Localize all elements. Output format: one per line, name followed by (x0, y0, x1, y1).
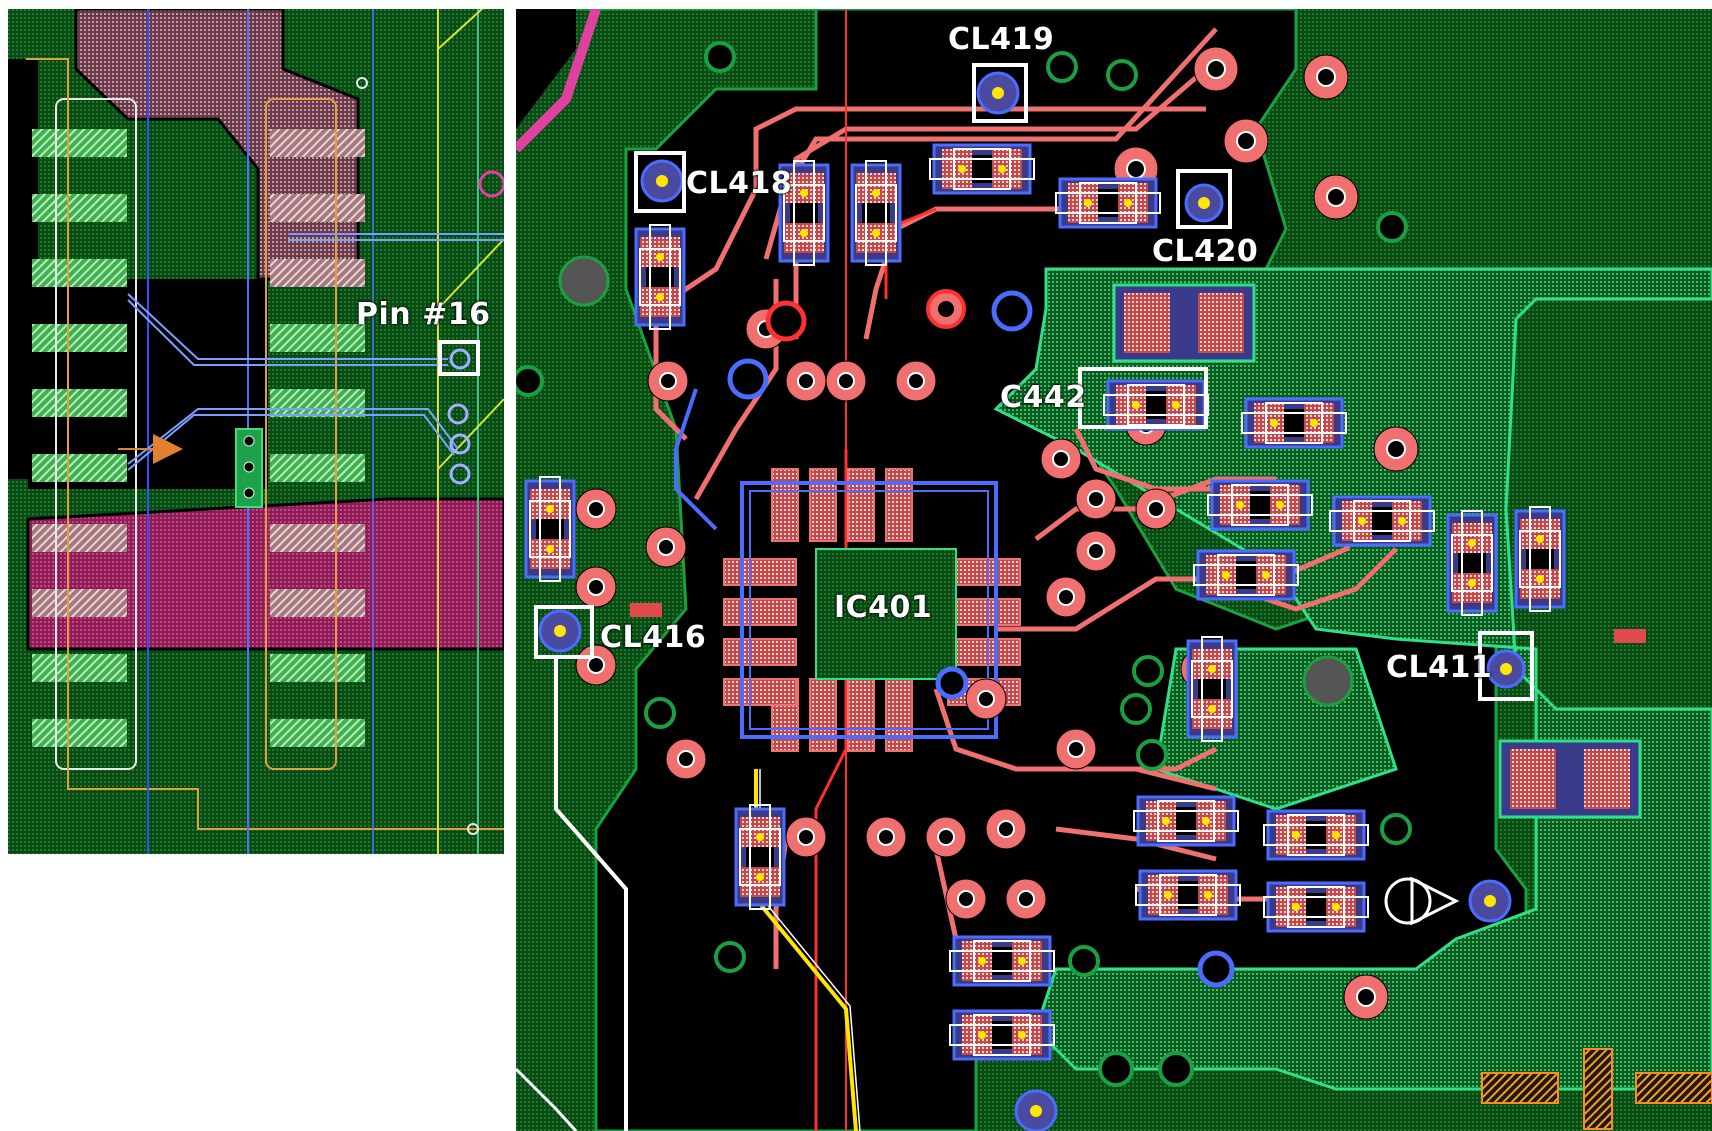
left-pcb-canvas (8, 9, 504, 854)
cl420-label: CL420 (1152, 234, 1259, 269)
large-capacitor-group (1112, 283, 1642, 819)
cl418-label: CL418 (686, 166, 793, 201)
left-pad-column (32, 129, 127, 747)
left-pcb-view[interactable]: Pin #16 (8, 9, 504, 854)
main-pcb-canvas (516, 9, 1712, 1131)
cl416-label: CL416 (600, 620, 707, 655)
c442-marker[interactable] (1078, 367, 1208, 429)
cl420-marker[interactable] (1176, 169, 1232, 229)
cl411-label: CL411 (1386, 650, 1493, 685)
c442-label: C442 (1000, 380, 1087, 415)
cl411-marker[interactable] (1478, 631, 1534, 701)
cl416-marker[interactable] (534, 605, 594, 659)
ic401-footprint (723, 468, 1021, 752)
ic401-label: IC401 (834, 590, 933, 625)
cl419-marker[interactable] (972, 63, 1028, 123)
cl419-label: CL419 (948, 22, 1055, 57)
main-pcb-view[interactable]: CL419 CL418 CL420 C442 IC401 CL416 CL411 (516, 9, 1712, 1131)
pin-label: Pin #16 (356, 297, 491, 332)
pin-16-marker[interactable] (438, 340, 480, 376)
right-pad-column (270, 129, 365, 747)
cl418-marker[interactable] (634, 151, 686, 213)
